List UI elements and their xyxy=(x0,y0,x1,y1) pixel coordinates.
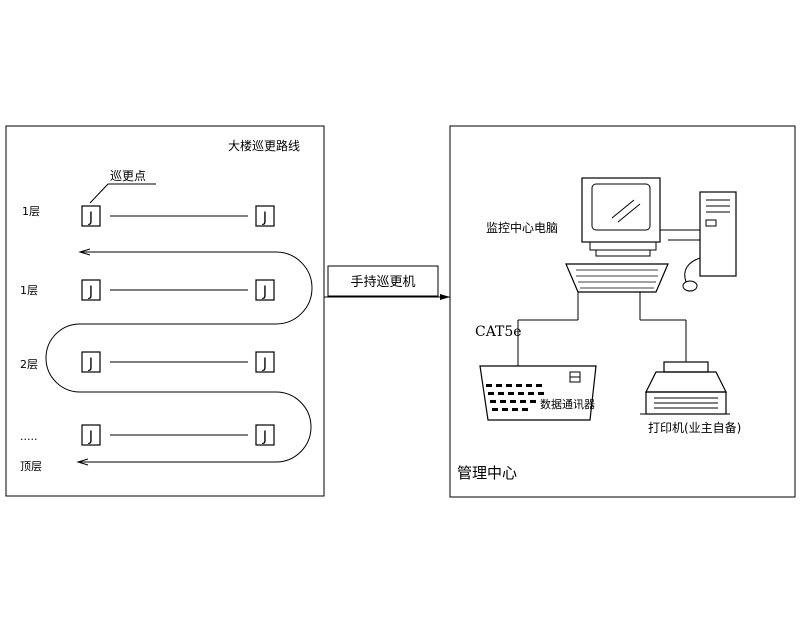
floor-label-4: ..... xyxy=(20,430,37,443)
building-panel-frame xyxy=(5,125,325,497)
checkpoint-row-3: J J xyxy=(81,351,275,373)
checkpoint-box xyxy=(81,424,101,446)
communicator-label: 数据通讯器 xyxy=(540,397,595,411)
patrol-route-path xyxy=(45,251,313,463)
checkpoint-glyph: J xyxy=(88,210,93,226)
floor-label-3: 2层 xyxy=(20,358,38,371)
checkpoint-row-2: J J xyxy=(81,279,275,301)
monitor-base xyxy=(589,241,657,251)
checkpoint-glyph: J xyxy=(88,429,93,445)
printer-icon xyxy=(640,361,730,415)
floor-label-2: 1层 xyxy=(20,284,38,297)
handheld-frame xyxy=(327,265,439,297)
building-patrol-panel: 大楼巡更路线 巡更点 1层 1层 2层 ..... 顶层 J J J J J xyxy=(5,125,325,497)
monitor-screen xyxy=(591,183,651,231)
floor-label-top: 顶层 xyxy=(20,460,42,473)
data-communicator-icon xyxy=(479,365,597,421)
checkpoint-glyph: J xyxy=(262,210,267,226)
computer-icon xyxy=(565,177,737,293)
checkpoint-box xyxy=(81,351,101,373)
printer-paper-tray xyxy=(663,361,709,373)
checkpoint-box xyxy=(255,279,275,301)
handheld-label: 手持巡更机 xyxy=(350,275,415,290)
management-center-panel: 管理中心 监控中心电脑 xyxy=(449,125,796,498)
printer-label: 打印机(业主自备) xyxy=(648,421,741,435)
handheld-box: 手持巡更机 xyxy=(327,265,439,297)
callout-leader xyxy=(89,183,109,204)
mouse-cable xyxy=(684,257,701,283)
route-start-arrow xyxy=(78,248,91,256)
checkpoint-glyph: J xyxy=(262,429,267,445)
pc-tower xyxy=(699,191,737,277)
printer-top xyxy=(645,371,727,393)
keyboard xyxy=(565,263,669,293)
computer-label: 监控中心电脑 xyxy=(486,220,558,235)
checkpoint-glyph: J xyxy=(88,284,93,300)
checkpoint-glyph: J xyxy=(262,356,267,372)
floor-label-1: 1层 xyxy=(22,205,40,218)
cable-type-label: CAT5e xyxy=(475,324,522,340)
communicator-body xyxy=(479,365,597,421)
management-panel-frame xyxy=(449,125,796,498)
checkpoint-row-1: J J xyxy=(81,205,275,227)
checkpoint-box xyxy=(81,205,101,227)
checkpoint-glyph: J xyxy=(262,284,267,300)
route-end-arrow xyxy=(76,458,89,466)
checkpoint-glyph: J xyxy=(88,356,93,372)
checkpoint-box xyxy=(255,205,275,227)
management-panel-title: 管理中心 xyxy=(457,464,517,482)
checkpoint-callout-label: 巡更点 xyxy=(110,169,146,183)
mouse-icon xyxy=(682,280,698,292)
building-panel-title: 大楼巡更路线 xyxy=(228,138,300,153)
checkpoint-box xyxy=(255,424,275,446)
checkpoint-row-4: J J xyxy=(81,424,275,446)
checkpoint-box xyxy=(255,351,275,373)
checkpoint-box xyxy=(81,279,101,301)
